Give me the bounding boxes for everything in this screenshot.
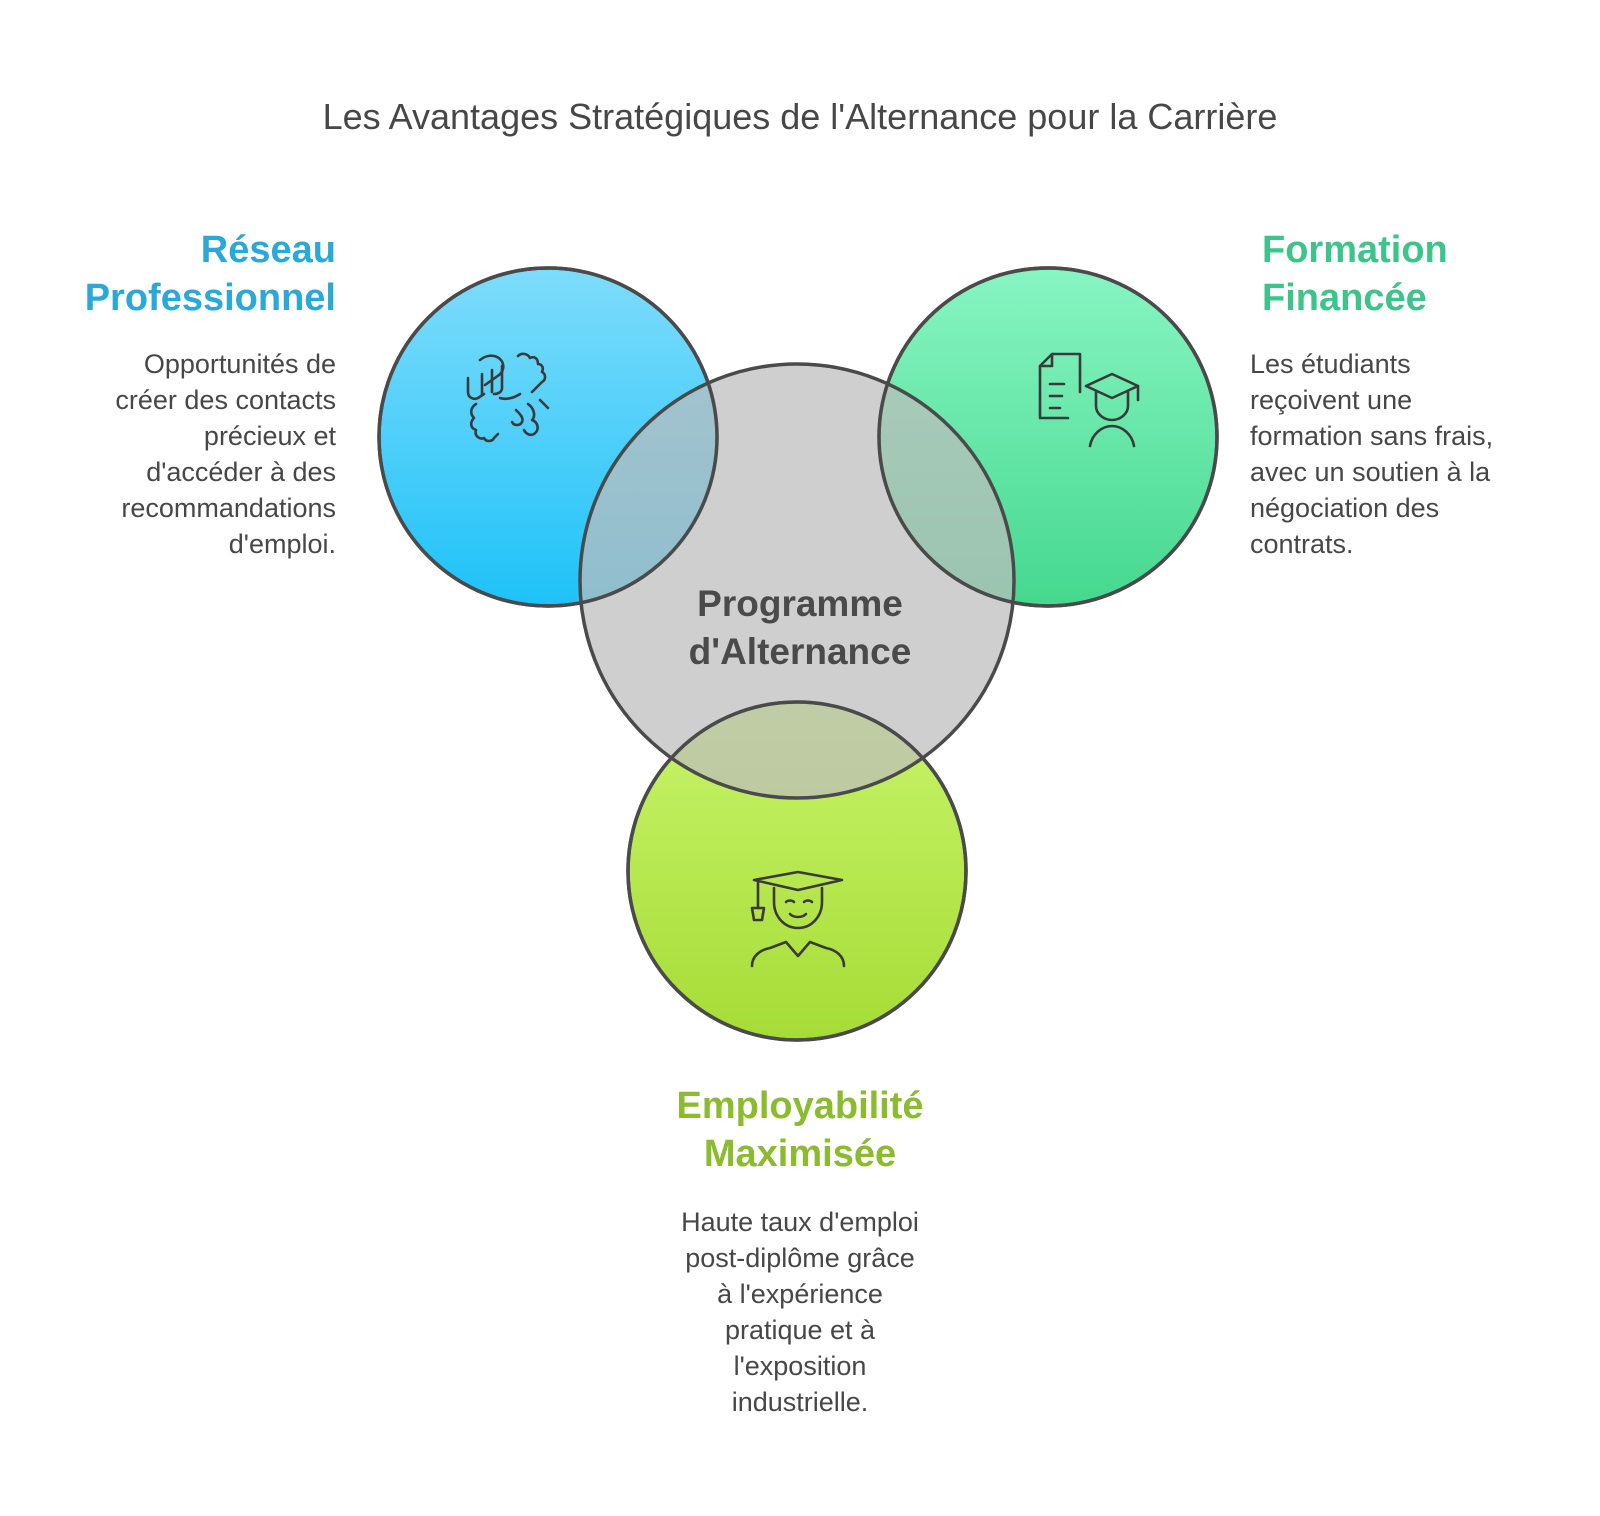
formation-desc-line: négociation des [1250,493,1440,523]
center-label-line1: Programme [697,583,903,624]
outline-formation [877,266,1219,608]
document-graduate-icon [1038,352,1140,448]
reseau-desc-line: d'accéder à des [146,457,336,487]
center-label-line2: d'Alternance [688,631,912,672]
emploi-desc-line: à l'expérience [717,1279,883,1309]
emploi-heading-line1: Employabilité [676,1085,924,1127]
emploi-description: Haute taux d'emploi post-diplôme grâce à… [630,1204,970,1420]
emploi-desc-line: post-diplôme grâce [685,1243,915,1273]
formation-description: Les étudiants reçoivent une formation sa… [1250,346,1550,562]
formation-heading-line1: Formation [1262,229,1448,271]
handshake-icon [466,352,550,443]
center-label: Programme d'Alternance [640,580,960,676]
reseau-desc-line: recommandations [121,493,336,523]
emploi-desc-line: l'exposition [733,1351,867,1381]
emploi-desc-line: pratique et à [724,1315,876,1345]
formation-desc-line: reçoivent une [1250,385,1413,415]
reseau-desc-line: précieux et [203,421,336,451]
reseau-heading: Réseau Professionnel [40,226,336,322]
outline-reseau [377,266,719,608]
reseau-desc-line: d'emploi. [228,529,336,559]
page-title: Les Avantages Stratégiques de l'Alternan… [322,96,1278,137]
formation-desc-line: Les étudiants [1250,349,1411,379]
formation-desc-line: formation sans frais, [1250,421,1494,451]
reseau-description: Opportunités de créer des contacts préci… [40,346,336,562]
emploi-desc-line: Haute taux d'emploi [681,1207,919,1237]
reseau-desc-line: Opportunités de [143,349,336,379]
graduate-icon [750,870,846,968]
emploi-heading-line2: Maximisée [703,1133,897,1175]
emploi-heading: Employabilité Maximisée [590,1082,1010,1178]
emploi-desc-line: industrielle. [731,1387,869,1417]
formation-desc-line: contrats. [1250,529,1354,559]
circle-center [578,362,1016,800]
formation-heading-line2: Financée [1262,277,1427,319]
reseau-heading-line1: Réseau [200,229,336,271]
reseau-heading-line2: Professionnel [84,277,336,319]
formation-heading: Formation Financée [1262,226,1562,322]
reseau-desc-line: créer des contacts [115,385,336,415]
outline-emploi [626,700,968,1042]
formation-desc-line: avec un soutien à la [1250,457,1491,487]
